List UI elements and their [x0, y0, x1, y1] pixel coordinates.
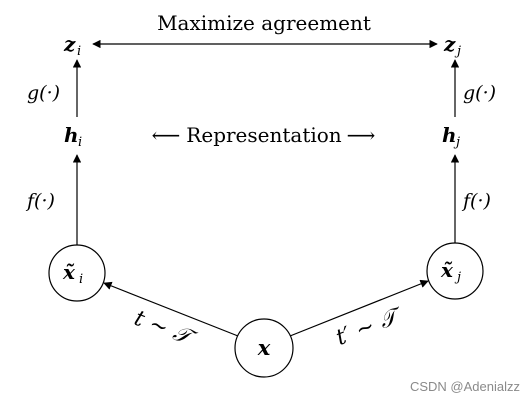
augment-right-arrow: [289, 279, 429, 337]
representation-right-arrow: ⟶: [347, 123, 376, 147]
x-circle: [234, 318, 294, 378]
representation-label: Representation: [186, 123, 342, 147]
z-i-sub: i: [77, 44, 81, 59]
watermark: CSDN @Adenialzz: [410, 379, 520, 394]
representation-label-group: ⟵ Representation ⟶: [152, 123, 376, 147]
z-j-main: z: [443, 32, 456, 56]
f-left-label: f(·): [25, 190, 55, 212]
x-tilde-i-main: x̃: [62, 260, 76, 284]
x-main: x: [257, 335, 271, 360]
g-right-label: g(·): [463, 82, 496, 104]
augment-right-label: t′ ∼ 𝒯: [333, 302, 408, 351]
z-i-node: z i: [63, 32, 81, 59]
f-right-label: f(·): [461, 190, 491, 212]
h-j-node: h j: [442, 123, 460, 150]
maximize-agreement-label: Maximize agreement: [157, 11, 371, 35]
h-j-sub: j: [453, 135, 460, 150]
z-i-main: z: [63, 32, 76, 56]
h-j-main: h: [442, 123, 457, 147]
x-tilde-j-main: x̃: [440, 258, 454, 282]
x-tilde-j-circle: [426, 242, 484, 300]
g-left-label: g(·): [27, 82, 60, 104]
z-j-sub: j: [454, 44, 461, 59]
x-tilde-i-circle: [48, 244, 106, 302]
x-tilde-i-node: x̃ i: [48, 244, 106, 302]
h-i-sub: i: [78, 135, 82, 150]
augment-left-arrow: [103, 281, 239, 337]
z-j-node: z j: [443, 32, 461, 59]
x-tilde-i-sub: i: [79, 272, 83, 287]
x-tilde-j-node: x̃ j: [426, 242, 484, 300]
augment-left-label: t ∼ 𝒯: [131, 306, 201, 353]
h-i-main: h: [64, 123, 79, 147]
representation-left-arrow: ⟵: [152, 123, 181, 147]
x-node: x: [234, 318, 294, 378]
h-i-node: h i: [64, 123, 82, 150]
x-tilde-j-sub: j: [454, 270, 461, 285]
